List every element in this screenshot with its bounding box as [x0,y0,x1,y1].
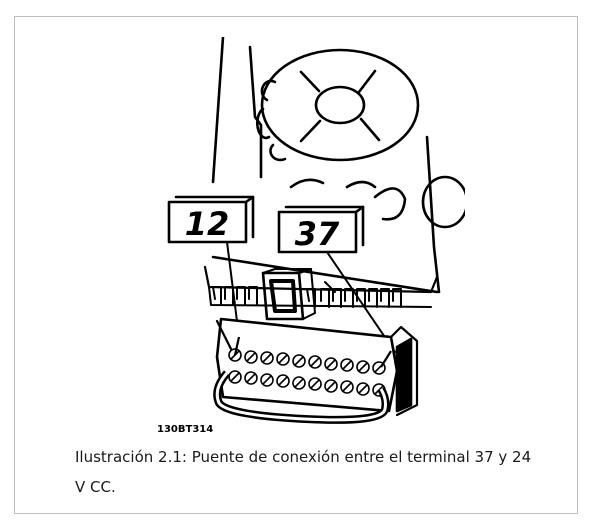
terminal-jumper-illustration: 12 37 130BT314 [135,37,465,437]
housing-right-edge [425,135,441,294]
square-connector [261,268,316,321]
callout-label-12: 12 [185,205,230,243]
housing-outline [211,37,439,294]
callout-box-37 [277,205,365,254]
round-keys-row [289,175,465,229]
figure-code: 130BT314 [157,424,213,435]
figure-frame: 12 37 130BT314 Ilustración 2.1: Puente d… [14,16,578,514]
callout-label-37: 37 [295,215,340,253]
navigation-keypad [256,48,420,162]
jumper-wire [213,336,392,424]
terminal-illustration-svg: 12 37 130BT314 [157,37,465,435]
figure-caption: Ilustración 2.1: Puente de conexión entr… [75,448,532,496]
callout-box-12 [167,195,255,244]
upper-terminal-pins [212,286,402,308]
